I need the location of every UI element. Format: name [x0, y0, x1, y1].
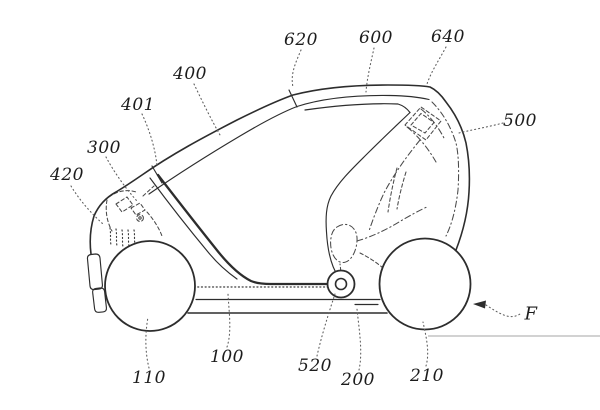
leader-401	[141, 113, 158, 168]
latch-hatch-4	[127, 229, 130, 247]
ref-label-300: 300	[87, 138, 121, 158]
leader-front-direction	[485, 304, 521, 318]
leader-500	[458, 122, 504, 134]
front-window-hidden-inner	[410, 112, 435, 134]
leader-620	[291, 49, 302, 88]
leader-lines	[70, 46, 521, 371]
door-opening-front-edge	[325, 111, 411, 278]
ref-label-110: 110	[132, 368, 166, 388]
leader-420	[70, 185, 104, 225]
latch-link-upper	[142, 185, 155, 197]
ref-label-520: 520	[298, 356, 332, 376]
front-direction-label: F	[524, 303, 538, 325]
rear-latch-mechanism	[105, 185, 163, 248]
front-frame-vertical-hidden-2	[396, 171, 407, 210]
leader-400	[193, 83, 221, 136]
ref-label-401: 401	[121, 95, 155, 115]
latch-plate-inner	[130, 202, 146, 216]
hub-link-hidden	[359, 252, 384, 269]
leader-110	[145, 316, 150, 369]
pillar-brace-hidden-1	[420, 108, 446, 141]
ref-label-400: 400	[173, 64, 207, 84]
rear-pillar-inner-line	[149, 177, 238, 280]
lower-brace-hidden	[356, 205, 429, 242]
rear-bumper-upper	[86, 253, 104, 291]
a-pillar-inner-hidden-line	[431, 101, 460, 237]
front-wheel	[378, 237, 472, 331]
ref-label-620: 620	[284, 30, 318, 50]
leader-100	[226, 293, 231, 348]
rear-bumper-lower	[92, 287, 108, 313]
front-frame-vertical-hidden-1	[387, 167, 398, 213]
rear-pillar-and-sill-line	[156, 173, 330, 286]
ref-label-600: 600	[359, 28, 393, 48]
bracket-loop-hidden	[330, 223, 358, 264]
front-window-hidden-outer	[404, 106, 442, 141]
ref-label-640: 640	[431, 27, 465, 47]
latch-hatch-3	[121, 229, 124, 248]
windshield-header-line	[304, 103, 411, 114]
leader-200	[356, 308, 362, 371]
front-hidden-frame	[330, 101, 460, 278]
latch-plate-outer	[115, 196, 134, 213]
vehicle-body-outline	[89, 84, 471, 255]
front-direction-arrow-icon	[473, 300, 486, 309]
roof-seam-front	[288, 89, 298, 108]
latch-hatch-1	[109, 227, 112, 246]
latch-housing-left	[105, 199, 113, 232]
leader-640	[426, 46, 447, 85]
leader-600	[365, 47, 375, 93]
ref-label-100: 100	[210, 347, 244, 367]
ref-label-420: 420	[50, 165, 84, 185]
ref-label-500: 500	[503, 111, 537, 131]
door-roller-inner	[334, 277, 348, 291]
ref-label-200: 200	[341, 370, 375, 390]
latch-link-lower	[146, 211, 163, 237]
leader-210	[422, 321, 429, 367]
leader-300	[105, 156, 138, 202]
leader-520	[316, 293, 336, 357]
rear-wheel	[104, 240, 196, 332]
pillar-brace-hidden-2	[406, 126, 437, 163]
latch-hatch-5	[133, 229, 136, 245]
door-roller-outer	[326, 269, 356, 299]
front-frame-diagonal-hidden	[368, 139, 421, 232]
latch-hatch-2	[115, 228, 118, 247]
latch-pin-outer	[136, 214, 144, 222]
ref-label-210: 210	[410, 366, 444, 386]
latch-pin-inner	[138, 216, 142, 220]
